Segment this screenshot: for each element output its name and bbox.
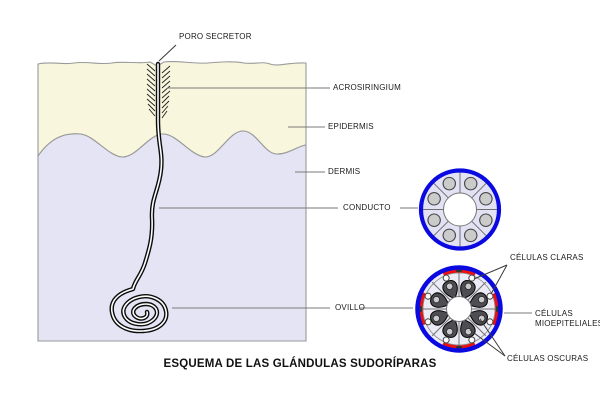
label-conducto: CONDUCTO	[343, 203, 391, 212]
label-celulas-mioepiteliales: CÉLULAS MIOEPITELIALES	[535, 309, 600, 328]
diagram-title: ESQUEMA DE LAS GLÁNDULAS SUDORÍPARAS	[163, 358, 437, 370]
celulas-oscuras-pointer-1	[479, 318, 506, 357]
skin-cross-section	[37, 60, 307, 342]
cell-pointer-lines	[469, 264, 508, 357]
label-epidermis: EPIDERMIS	[328, 122, 374, 131]
label-celulas-claras: CÉLULAS CLARAS	[510, 253, 584, 262]
celulas-claras-pointer-1	[473, 264, 508, 280]
dermis-layer	[37, 130, 307, 342]
dark-pointer-lines	[158, 44, 177, 62]
duct-basement-ring	[418, 168, 502, 251]
celulas-claras-pointer-2	[490, 264, 508, 295]
label-celulas-oscuras: CÉLULAS OSCURAS	[507, 354, 589, 363]
label-poro-secretor: PORO SECRETOR	[179, 32, 252, 41]
label-dermis: DERMIS	[328, 167, 361, 176]
acrosiringium-hatching	[146, 63, 171, 119]
pointer-lines	[159, 87, 532, 314]
secretory-lumen	[446, 296, 472, 322]
celulas-oscuras-pointer-2	[469, 329, 506, 357]
secretory-cross-section	[415, 265, 503, 353]
label-ovillo: OVILLO	[335, 303, 366, 312]
label-celulas-mioepiteliales-line1: CÉLULAS	[535, 309, 573, 318]
duct-lumen-line	[110, 63, 168, 332]
duct-cell-nuclei	[427, 176, 493, 243]
duct-and-coil	[109, 61, 169, 334]
myoepithelial-nuclei	[419, 269, 499, 349]
poro-secretor-pointer	[158, 44, 177, 62]
duct-lumen	[443, 192, 477, 227]
label-celulas-mioepiteliales-line2: MIOEPITELIALES	[535, 318, 600, 328]
label-acrosiringium: ACROSIRINGIUM	[333, 83, 401, 92]
secretory-basement-ring	[415, 265, 503, 353]
duct-cross-section	[418, 168, 502, 251]
clear-cells	[424, 274, 494, 344]
